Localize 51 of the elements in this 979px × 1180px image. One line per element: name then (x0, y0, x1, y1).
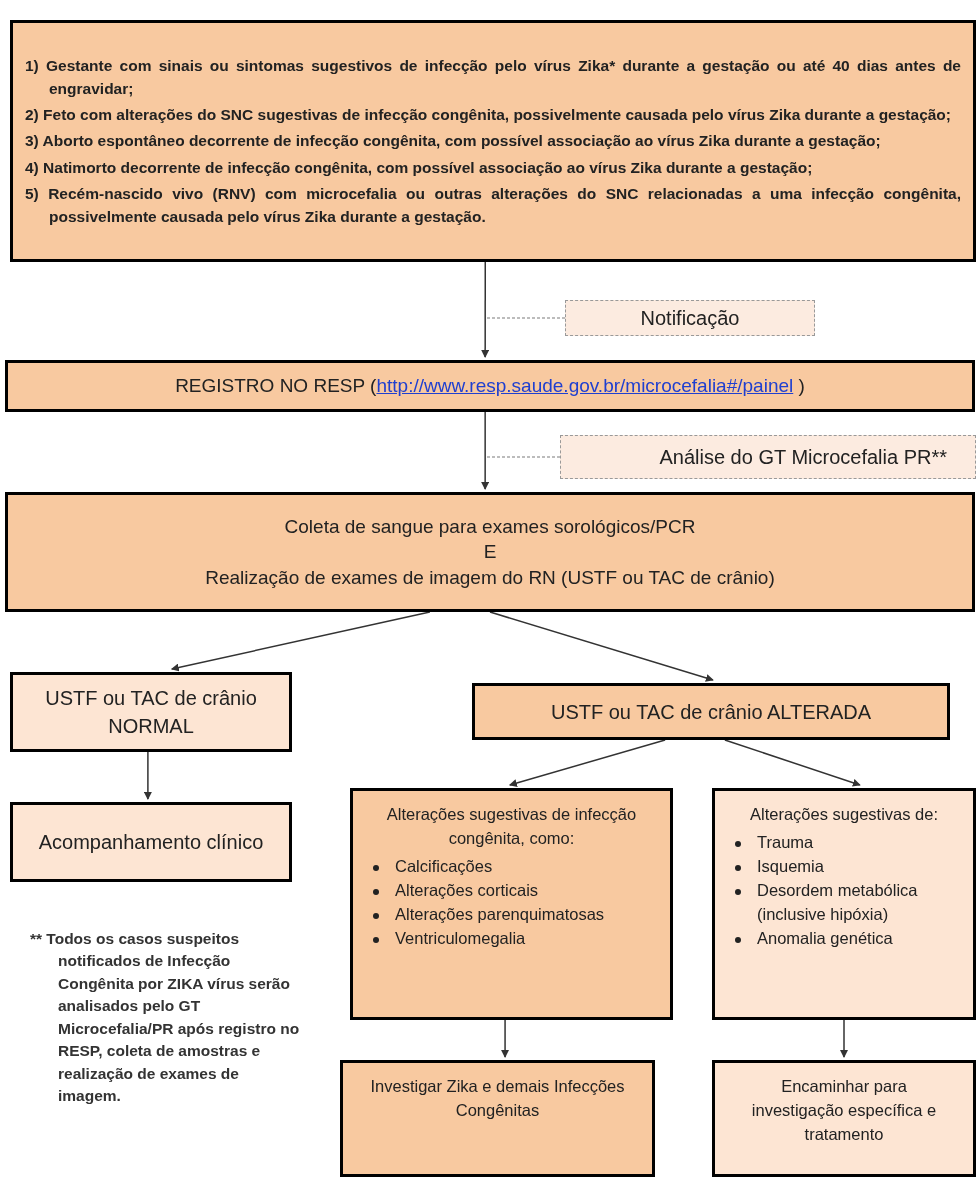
bullet-item: Trauma (757, 831, 814, 853)
arrow (840, 1019, 848, 1058)
bullet-item: Alterações parenquimatosas (395, 903, 605, 925)
process-box (350, 788, 673, 1020)
leader-line (486, 317, 566, 319)
node-text: Acompanhamento clínico (38, 830, 264, 855)
criteria-item: 3) Aborto espontâneo decorrente de infecção congênita, com possível associação ao vírus Zika durante a gestação; (25, 131, 882, 152)
leader-line (486, 456, 561, 458)
process-box (10, 672, 292, 752)
process-box (472, 683, 950, 740)
node-text: Análise do GT Microcefalia PR** (659, 445, 947, 470)
footnote: ** Todos os casos suspeitos notificados de Infecção Congênita por ZIKA vírus serão analisados pelo GT Microcefalia/PR após registro no RESP, coleta de amostras e realização de exames de imagem. (30, 929, 300, 1107)
process-box (10, 20, 976, 262)
arrow (143, 751, 152, 800)
node-heading: Alterações sugestivas de infecção congênita, como: (385, 804, 638, 849)
bullet-item: Desordem metabólica (inclusive hipóxia) (757, 879, 919, 925)
arrow (724, 739, 861, 787)
node-text: Coleta de sangue para exames sorológicos/PCR (284, 514, 696, 539)
process-box (5, 360, 975, 412)
node-text: USTF ou TAC de crânio NORMAL (44, 686, 258, 739)
bullet-item: Ventriculomegalia (395, 927, 526, 949)
bullet-item: Isquemia (757, 855, 824, 877)
web-link: http://www.resp.saude.gov.br/microcefalia#/painel (376, 374, 794, 396)
arrow (508, 739, 666, 787)
node-text: E (483, 540, 497, 565)
process-box (712, 788, 976, 1020)
bullet-item: Alterações corticais (395, 879, 539, 901)
node-text: Investigar Zika e demais Infecções Congênitas (369, 1076, 626, 1121)
arrow (481, 261, 490, 358)
criteria-item: 1) Gestante com sinais ou sintomas sugestivos de infecção pelo vírus Zika* durante a gestação ou até 40 dias antes de engravidar; (25, 55, 961, 99)
arrow (481, 411, 490, 490)
arrow (170, 611, 431, 672)
criteria-item: 5) Recém-nascido vivo (RNV) com microcefalia ou outras alterações do SNC relacionadas a uma infecção congênita, possivelmente causada pelo vírus Zika durante a gestação. (25, 183, 961, 228)
node-text: REGISTRO NO RESP (http://www.resp.saude.gov.br/microcefalia#/painel ) (174, 373, 806, 398)
bullet-item: Calcificações (395, 855, 493, 877)
node-text: Encaminhar para investigação específica e tratamento (750, 1076, 938, 1145)
bullet-item: Anomalia genética (757, 927, 893, 949)
node-text: Realização de exames de imagem do RN (USTF ou TAC de crânio) (205, 565, 775, 590)
criteria-item: 4) Natimorto decorrente de infecção congênita, com possível associação ao vírus Zika durante a gestação; (25, 157, 814, 178)
annotation-box (560, 435, 976, 479)
node-text: USTF ou TAC de crânio ALTERADA (550, 699, 872, 725)
node-heading: Alterações sugestivas de: (749, 804, 939, 825)
process-box (10, 802, 292, 882)
annotation-box (565, 300, 815, 336)
arrow (501, 1019, 510, 1058)
process-box (712, 1060, 976, 1177)
process-box (340, 1060, 655, 1177)
arrow (489, 611, 714, 682)
process-box (5, 492, 975, 612)
criteria-item: 2) Feto com alterações do SNC sugestivas de infecção congênita, possivelmente causada pelo vírus Zika durante a gestação; (25, 105, 952, 126)
node-text: Notificação (640, 306, 740, 331)
